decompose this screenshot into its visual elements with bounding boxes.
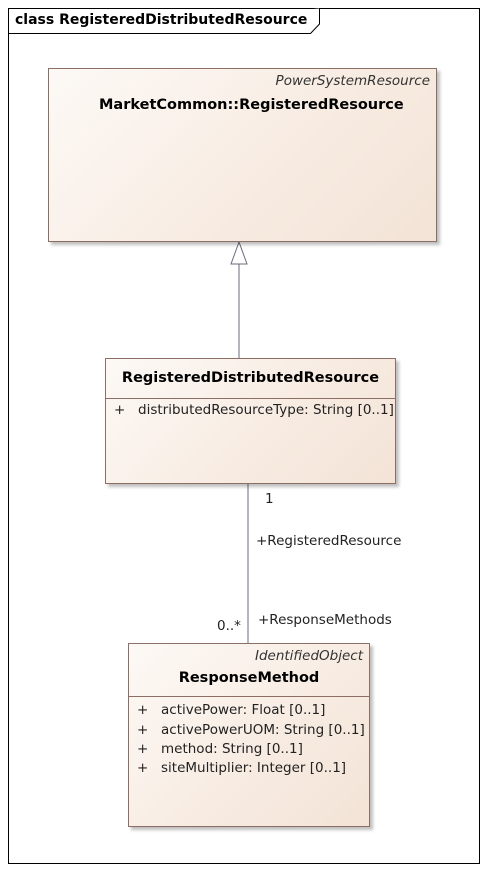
diagram-title: class RegisteredDistributedResource	[15, 12, 308, 28]
frame-tab-outline	[8, 8, 320, 34]
attribute-row: + activePower: Float [0..1]	[137, 702, 325, 718]
attribute-row: + method: String [0..1]	[137, 741, 303, 757]
attribute-visibility: +	[137, 760, 149, 776]
attribute-row: + activePowerUOM: String [0..1]	[137, 722, 365, 738]
stereotype-identified-object: IdentifiedObject	[254, 648, 363, 664]
attribute-row: + siteMultiplier: Integer [0..1]	[137, 760, 346, 776]
attribute-text: activePower: Float [0..1]	[161, 702, 326, 718]
attribute-visibility: +	[114, 402, 126, 418]
attribute-row: + distributedResourceType: String [0..1]	[114, 402, 394, 418]
class-registered-distributed-resource[interactable]: RegisteredDistributedResource + distribut…	[105, 358, 396, 484]
class-registered-resource[interactable]: PowerSystemResource MarketCommon::Regist…	[48, 68, 437, 242]
attribute-text: siteMultiplier: Integer [0..1]	[161, 760, 347, 776]
diagram-frame	[8, 8, 480, 864]
target-role-label: +ResponseMethods	[258, 612, 392, 628]
stereotype-power-system-resource: PowerSystemResource	[275, 73, 430, 89]
attribute-text: distributedResourceType: String [0..1]	[138, 402, 394, 418]
diagram-frame-tab: class RegisteredDistributedResource	[8, 8, 320, 34]
class-name-response-method: ResponseMethod	[178, 670, 320, 686]
class-separator	[129, 696, 369, 697]
generalization-arrowhead	[230, 240, 248, 265]
class-separator	[106, 398, 395, 399]
attribute-visibility: +	[137, 741, 149, 757]
attribute-visibility: +	[137, 702, 149, 718]
class-name-registered-resource: MarketCommon::RegisteredResource	[99, 97, 404, 113]
attribute-visibility: +	[137, 722, 149, 738]
attribute-text: method: String [0..1]	[161, 741, 303, 757]
class-name-registered-distributed-resource: RegisteredDistributedResource	[121, 370, 380, 386]
source-multiplicity: 1	[265, 491, 274, 507]
source-role-label: +RegisteredResource	[256, 533, 402, 549]
target-multiplicity: 0..*	[217, 618, 241, 634]
class-response-method[interactable]: IdentifiedObject ResponseMethod + activeP…	[128, 643, 370, 827]
attribute-text: activePowerUOM: String [0..1]	[161, 722, 365, 738]
